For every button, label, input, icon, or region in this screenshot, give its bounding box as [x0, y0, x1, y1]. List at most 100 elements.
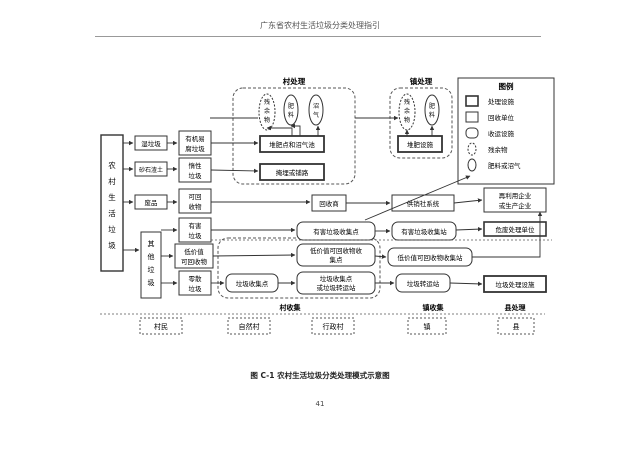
compost-biogas-label: 堆肥点和沼气池 — [269, 140, 315, 149]
legend-recycler-swatch — [465, 111, 479, 123]
county-treatment-label: 县处理 — [505, 303, 526, 312]
hazardous-box — [178, 217, 212, 243]
level-county-label: 县 — [513, 323, 520, 331]
source-rural-waste-box — [100, 134, 124, 272]
level-villager-box — [139, 317, 183, 335]
town-fertilizer-ellipse — [424, 94, 440, 126]
svg-text:余: 余 — [404, 107, 410, 115]
village-collection-label: 村收集 — [280, 303, 302, 312]
svg-text:物: 物 — [404, 116, 410, 124]
haz-unit-box — [483, 221, 547, 237]
landfill-box — [259, 163, 325, 181]
other-waste-text: 其 他 垃 圾 — [148, 240, 155, 287]
page-header: 广东省农村生活垃圾分类处理指引 — [260, 21, 380, 30]
coop-label: 供销社系统 — [407, 199, 440, 208]
haz-point-label: 有害垃圾收集点 — [313, 227, 359, 236]
organic-waste-label-1: 有机易 — [185, 134, 205, 143]
lowval-point-label-1: 低价值可回收物收 — [310, 246, 363, 255]
svg-text:圾: 圾 — [108, 241, 116, 250]
legend-transport-swatch — [465, 127, 479, 139]
header-rule — [95, 36, 541, 37]
transfer-label: 垃圾转运站 — [407, 279, 440, 288]
svg-text:生: 生 — [108, 192, 116, 202]
svg-text:垃: 垃 — [148, 265, 155, 274]
facility-label: 垃圾处理设施 — [496, 280, 536, 289]
legend-fertilizer-label: 肥料或沼气 — [488, 161, 521, 170]
svg-text:气: 气 — [313, 111, 319, 119]
town-treatment-label: 镇处理 — [410, 76, 433, 86]
other-waste-box — [140, 231, 162, 299]
inert-waste-label-2: 垃圾 — [189, 171, 203, 180]
recyclable-label-1: 可回 — [189, 193, 202, 201]
svg-text:肥: 肥 — [288, 103, 294, 110]
svg-text:农: 农 — [108, 160, 116, 170]
town-compost-box — [397, 135, 443, 153]
svg-text:余: 余 — [264, 107, 270, 115]
legend-residual-label: 残余物 — [488, 145, 508, 154]
legend-transport-label: 收运设施 — [488, 129, 515, 138]
legend-facility-swatch — [465, 95, 479, 107]
lowval-point-box — [296, 243, 376, 267]
hazardous-label-2: 垃圾 — [189, 231, 203, 240]
level-town-label: 镇 — [424, 322, 431, 331]
kitchen-waste-label: 湿垃圾 — [141, 139, 161, 148]
inert-waste-label-1: 惰性 — [189, 161, 203, 170]
svg-text:料: 料 — [429, 111, 435, 119]
svg-text:他: 他 — [148, 252, 155, 261]
haz-unit-label: 危废处理单位 — [496, 225, 536, 234]
flow-arrows — [123, 123, 543, 287]
legend-title: 图例 — [499, 81, 514, 91]
village-biogas-text: 沼 气 — [313, 102, 319, 119]
svg-text:残: 残 — [404, 98, 410, 106]
level-natural-village-label: 自然村 — [239, 322, 260, 331]
legend-residual-swatch — [467, 142, 477, 156]
recyclable-label-2: 收物 — [189, 202, 203, 211]
haz-station-label: 有害垃圾收集站 — [401, 227, 447, 236]
legend-facility-label: 处理设施 — [488, 97, 515, 106]
svg-text:垃: 垃 — [108, 224, 116, 234]
town-residual-text: 残 余 物 — [404, 98, 410, 124]
village-point-label-2: 或垃圾转运站 — [317, 283, 357, 292]
scrap-label: 废品 — [145, 198, 158, 207]
landfill-label: 掩埋或铺路 — [276, 168, 309, 177]
page-number: 41 — [315, 400, 325, 408]
lowval-station-label: 低价值可回收物收集站 — [398, 253, 464, 262]
organic-waste-box — [178, 130, 212, 156]
level-boxes: 村民 自然村 行政村 镇 县 — [139, 317, 535, 335]
garbage-point-label: 垃圾收集点 — [236, 279, 269, 288]
village-treatment-label: 村处理 — [283, 76, 306, 86]
enterprise-box — [483, 187, 547, 213]
town-compost-label: 堆肥设施 — [407, 140, 434, 149]
town-treatment-region — [389, 87, 453, 159]
svg-text:圾: 圾 — [148, 279, 155, 287]
level-admin-village-label: 行政村 — [323, 322, 344, 331]
svg-text:活: 活 — [108, 208, 116, 218]
svg-text:肥: 肥 — [429, 103, 435, 110]
scattered-box — [178, 270, 212, 296]
inert-waste-box — [178, 157, 212, 183]
svg-text:物: 物 — [264, 116, 270, 124]
level-admin-village-box — [311, 317, 355, 335]
town-fertilizer-text: 肥 料 — [429, 103, 435, 119]
level-town-box — [407, 317, 447, 335]
village-treatment-region — [232, 87, 356, 185]
lowval-point-label-2: 集点 — [330, 255, 344, 264]
svg-text:残: 残 — [264, 98, 270, 106]
sand-soil-label: 砂石渣土 — [139, 166, 163, 174]
figure-caption: 图 C-1 农村生活垃圾分类处理模式示意图 — [250, 371, 390, 380]
scattered-label-1: 零散 — [189, 274, 203, 283]
village-biogas-ellipse — [308, 94, 324, 126]
organic-waste-label-2: 腐垃圾 — [185, 144, 205, 153]
legend-fertilizer-swatch — [467, 158, 477, 172]
enterprise-label-2: 或生产企业 — [499, 201, 532, 210]
recycler-label: 回收商 — [319, 199, 339, 208]
level-natural-village-box — [227, 317, 271, 335]
village-point-label-1: 垃圾收集点 — [320, 274, 353, 283]
low-value-label-2: 可回收物 — [181, 257, 208, 266]
scattered-label-2: 垃圾 — [189, 284, 203, 293]
facility-box — [483, 275, 547, 293]
svg-text:其: 其 — [148, 240, 155, 248]
recyclable-box — [178, 188, 212, 214]
low-value-label-1: 低价值 — [184, 247, 204, 256]
